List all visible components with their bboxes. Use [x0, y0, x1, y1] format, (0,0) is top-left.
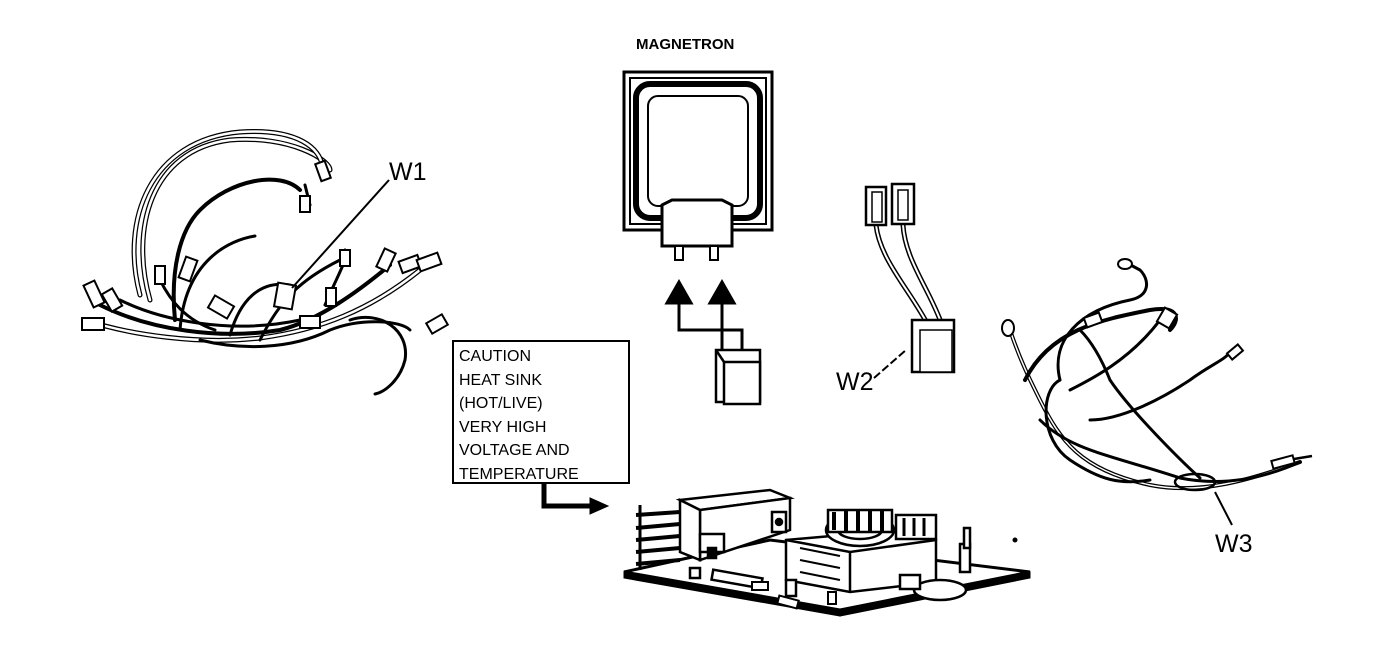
caution-line: VERY HIGH: [459, 418, 547, 436]
caution-line: CAUTION: [459, 348, 531, 365]
caution-line: HEAT SINK: [459, 371, 542, 389]
w1-connectors: [81, 159, 450, 336]
magnetron: [622, 70, 774, 261]
w2-connectors: [864, 182, 956, 374]
caution-line: VOLTAGE AND: [459, 442, 570, 459]
board-components: [751, 537, 1018, 610]
w2-wire: [873, 222, 945, 328]
w1-wire-harness: [82, 129, 423, 396]
w3-wire-harness: [1008, 260, 1302, 492]
magnetron-connector: [714, 348, 762, 406]
w1-leader-line: [291, 179, 390, 289]
w3-label: W3: [1215, 530, 1253, 558]
caution-line: TEMPERATURE: [459, 465, 579, 483]
w3-connectors: [1001, 258, 1313, 470]
w1-label: W1: [389, 158, 427, 186]
caution-box: CAUTION HEAT SINK (HOT/LIVE) VERY HIGH V…: [452, 340, 630, 484]
caution-arrow: [541, 484, 610, 515]
w2-label: W2: [836, 368, 874, 396]
caution-line: (HOT/LIVE): [459, 395, 543, 412]
magnetron-arrows: [664, 278, 744, 360]
w3-leader-line: [1214, 491, 1233, 526]
w2-leader-line: [873, 349, 907, 379]
magnetron-label: MAGNETRON: [636, 36, 735, 53]
heat-sink: [635, 488, 795, 590]
transformer-assembly: [770, 508, 972, 602]
